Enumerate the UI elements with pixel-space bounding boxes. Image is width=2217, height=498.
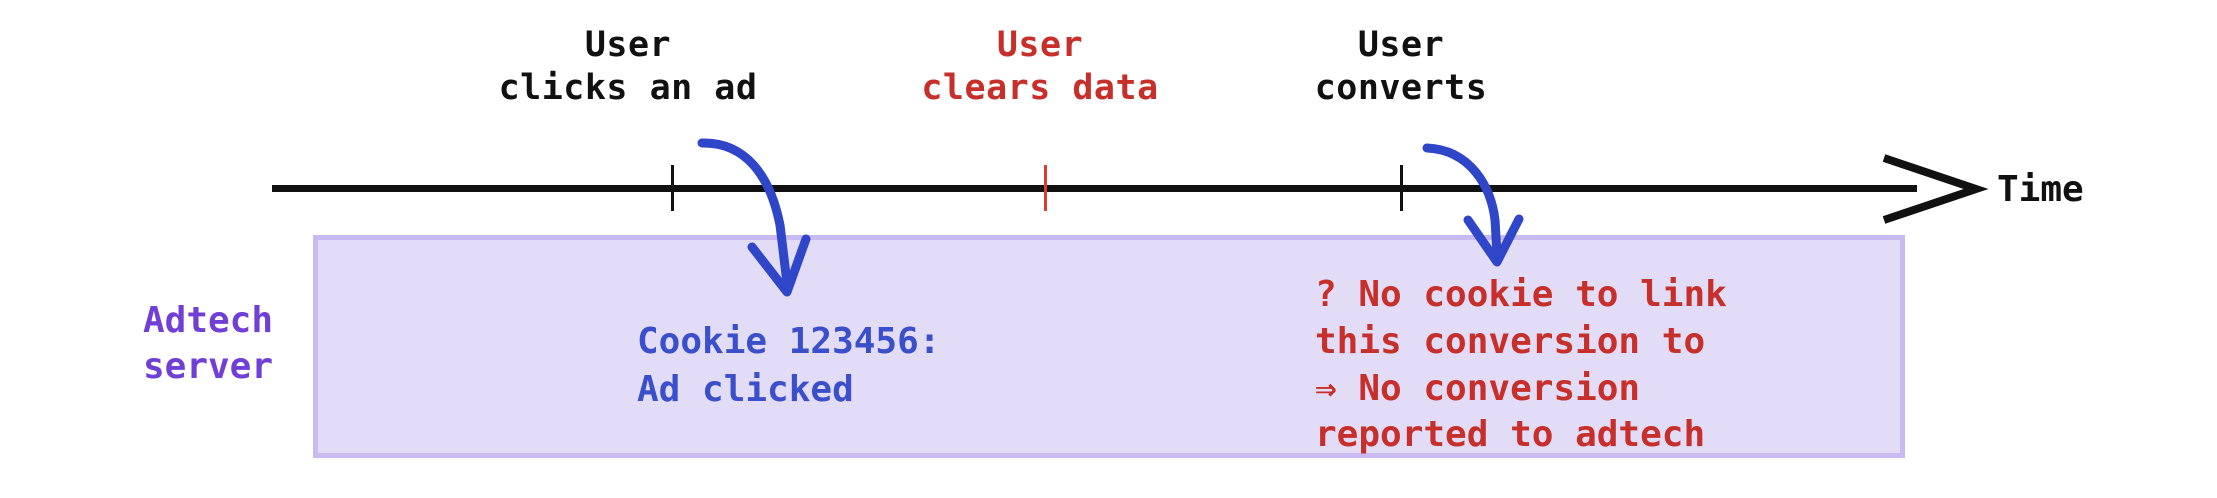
timeline-tick-convert: [1400, 165, 1403, 211]
event-label-click-line1: User: [584, 25, 672, 65]
no-cookie-line4: reported to adtech: [1315, 414, 1706, 456]
timeline-arrowhead-icon: [1882, 154, 1989, 224]
cookie-log-line1: Cookie 123456:: [637, 321, 941, 362]
no-cookie-note: ? No cookie to link this conversion to ⇒…: [1315, 272, 1727, 459]
event-label-convert: User converts: [1315, 24, 1488, 109]
adtech-server-box: [313, 235, 1905, 458]
no-cookie-line2: this conversion to: [1315, 320, 1706, 362]
cookie-log-line2-prefix: Ad: [637, 368, 703, 410]
no-cookie-line1: ? No cookie to link: [1315, 274, 1727, 315]
timeline-axis-label: Time: [1997, 169, 2084, 210]
event-label-click: User clicks an ad: [499, 24, 758, 109]
cookie-log-note: Cookie 123456: Ad clicked: [637, 318, 940, 413]
timeline-tick-clear: [1044, 165, 1047, 211]
no-cookie-line3: ⇒ No conversion: [1315, 367, 1641, 409]
timeline-axis: [272, 185, 1917, 192]
cookie-log-line2-strong: clicked: [702, 368, 854, 410]
event-label-convert-line1: User: [1357, 25, 1445, 65]
event-label-clear: User clears data: [921, 24, 1158, 109]
event-label-clear-line2: clears data: [921, 67, 1159, 108]
timeline-tick-click: [671, 165, 674, 211]
adtech-server-label: Adtech server: [143, 298, 273, 389]
event-label-convert-line2: converts: [1314, 67, 1488, 108]
event-label-click-line2: clicks an ad: [498, 67, 758, 108]
adtech-server-label-line2: server: [142, 345, 274, 387]
event-label-clear-line1: User: [996, 25, 1084, 65]
adtech-server-label-line1: Adtech: [142, 300, 274, 341]
